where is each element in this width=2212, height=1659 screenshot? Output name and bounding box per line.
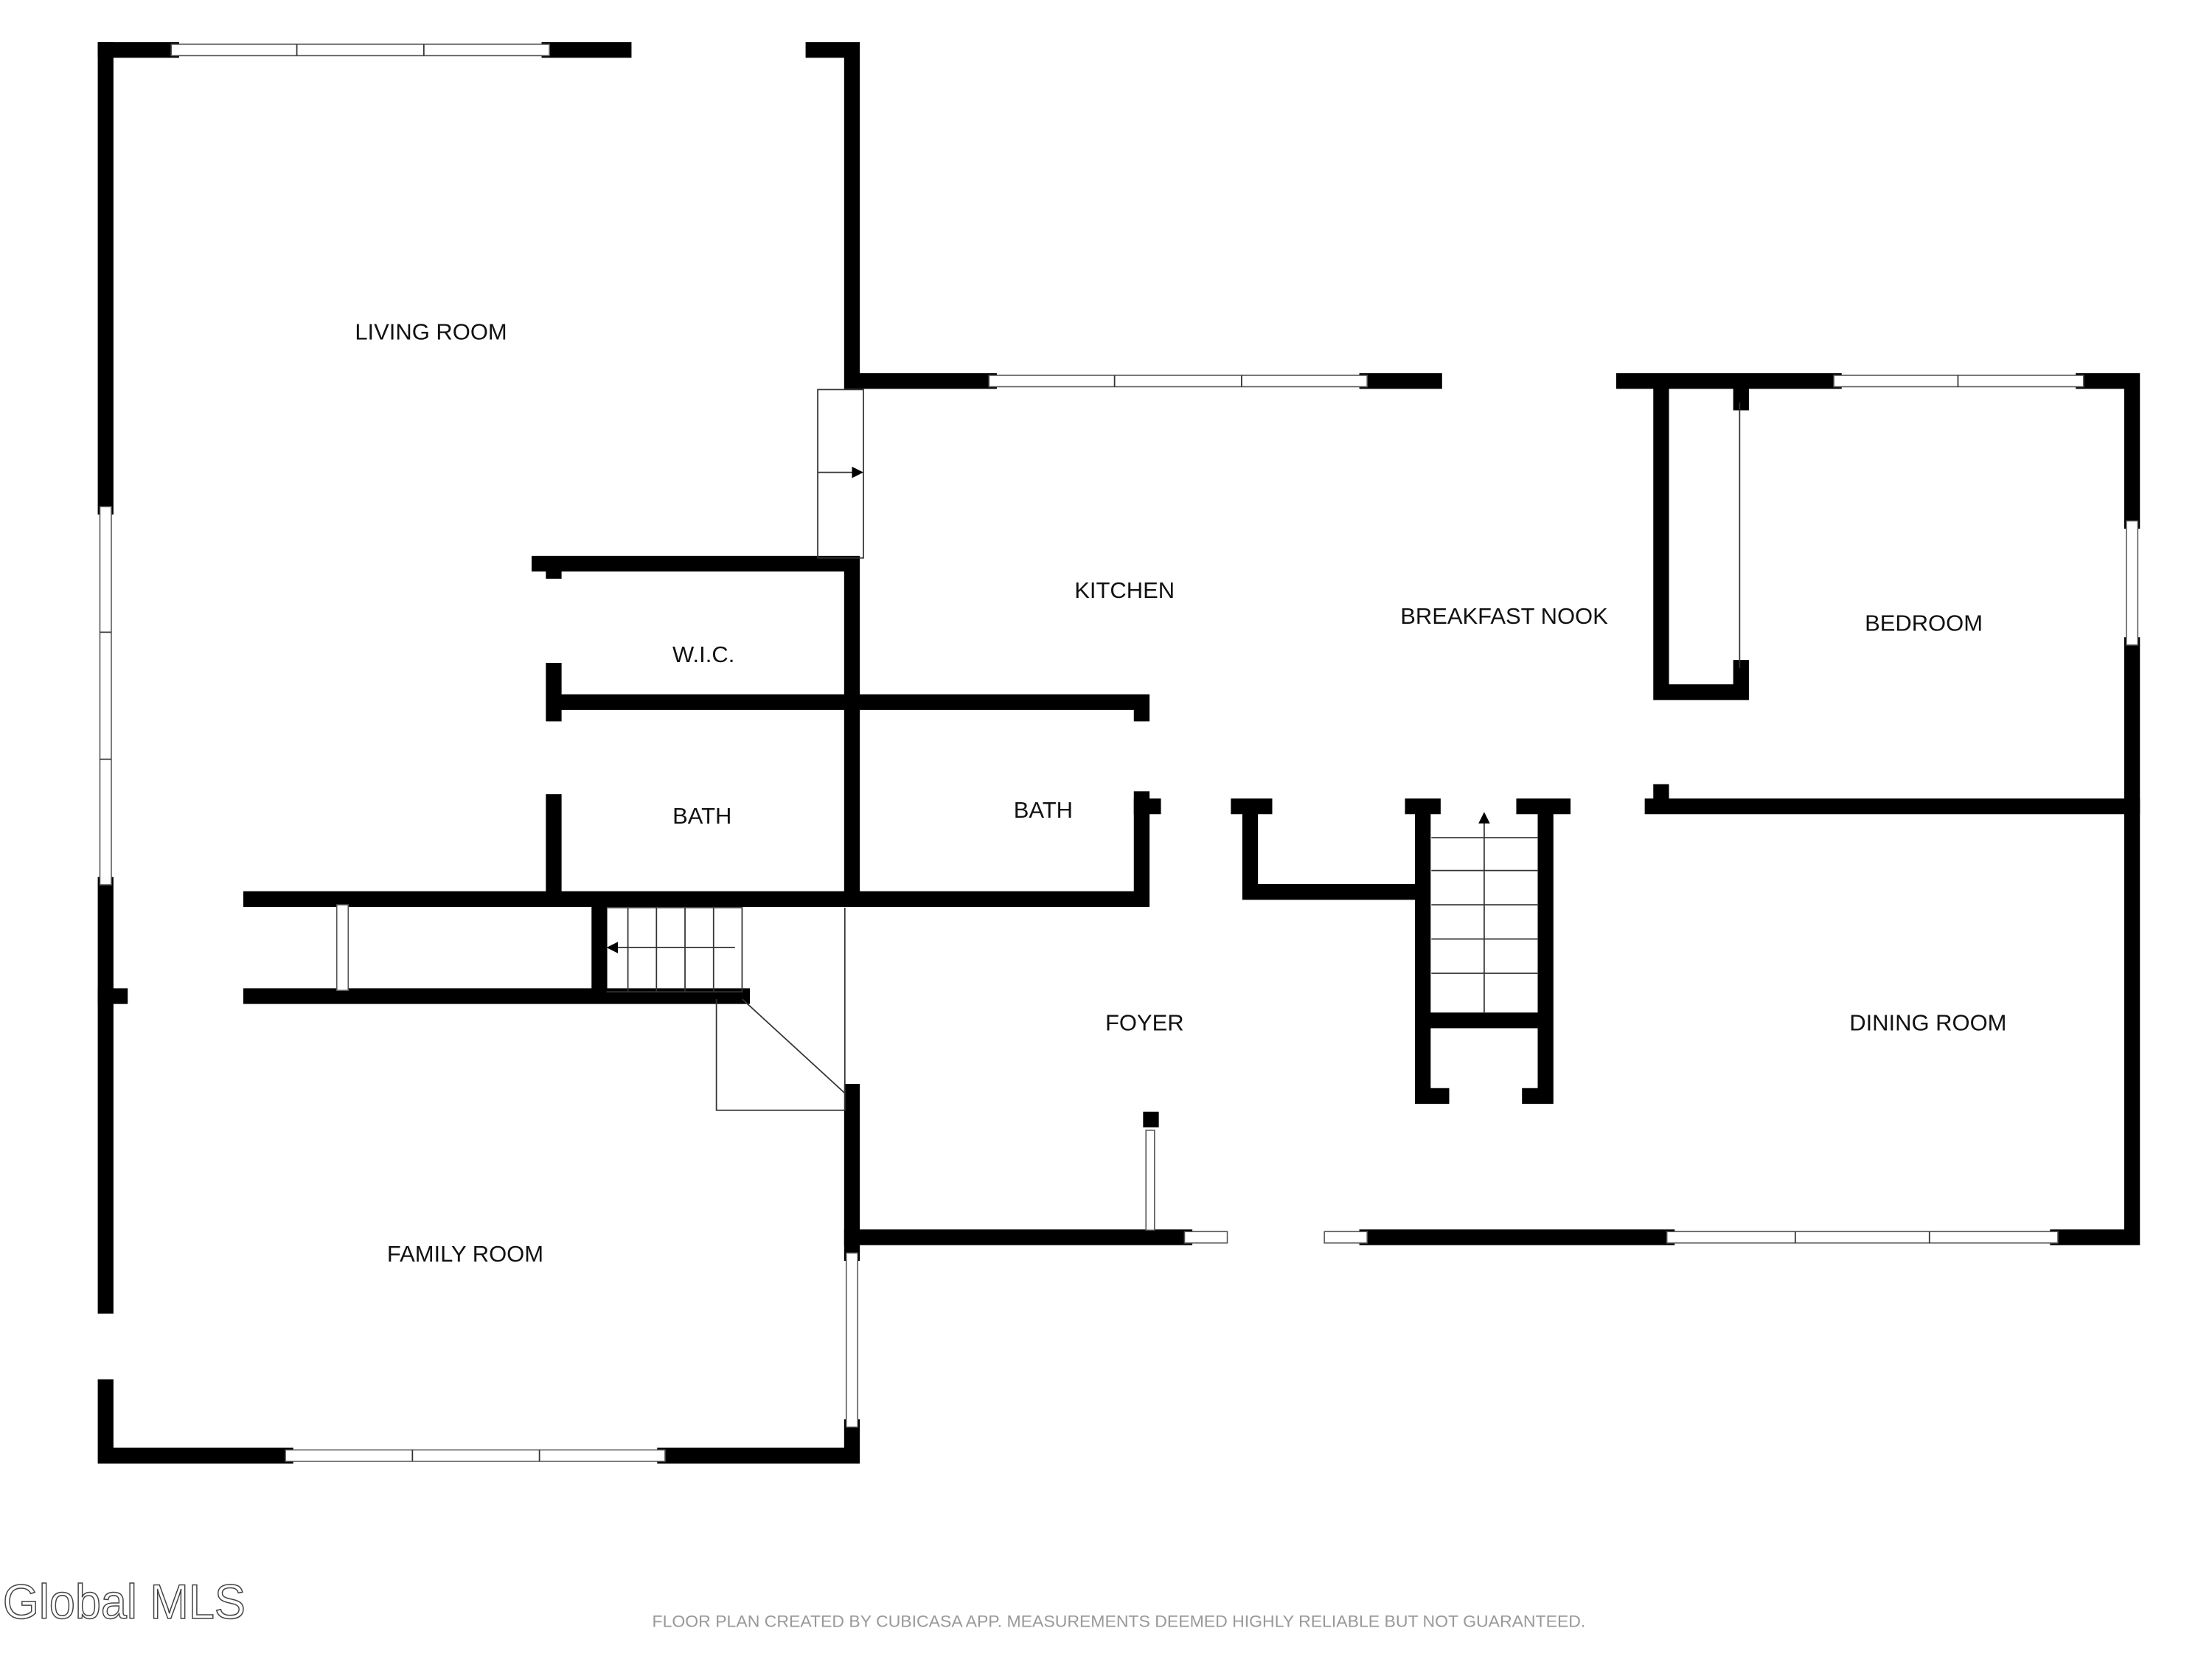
room-label-living-room: LIVING ROOM [355,319,507,345]
walls [97,42,2140,1464]
room-label-bedroom: BEDROOM [1865,610,1983,636]
room-label-kitchen: KITCHEN [1074,577,1175,603]
stair-arrow-left-icon [606,942,619,953]
room-labels: LIVING ROOM KITCHEN BREAKFAST NOOK BEDRO… [355,319,2006,1267]
room-label-wic: W.I.C. [672,641,734,667]
room-label-bath: BATH [1014,797,1073,823]
stairs [606,389,1741,1111]
stair-arrow-up-icon [1478,812,1490,824]
windows [99,44,2139,1462]
disclaimer-text: FLOOR PLAN CREATED BY CUBICASA APP. MEAS… [653,1612,1586,1630]
arrow-right-icon [852,466,863,479]
room-label-dining-room: DINING ROOM [1849,1009,2006,1035]
room-label-breakfast-nook: BREAKFAST NOOK [1400,603,1608,629]
global-mls-logo: Global MLS [3,1574,246,1629]
room-label-family-room: FAMILY ROOM [387,1241,543,1267]
room-label-bath: BATH [672,803,731,829]
room-label-foyer: FOYER [1105,1009,1184,1035]
